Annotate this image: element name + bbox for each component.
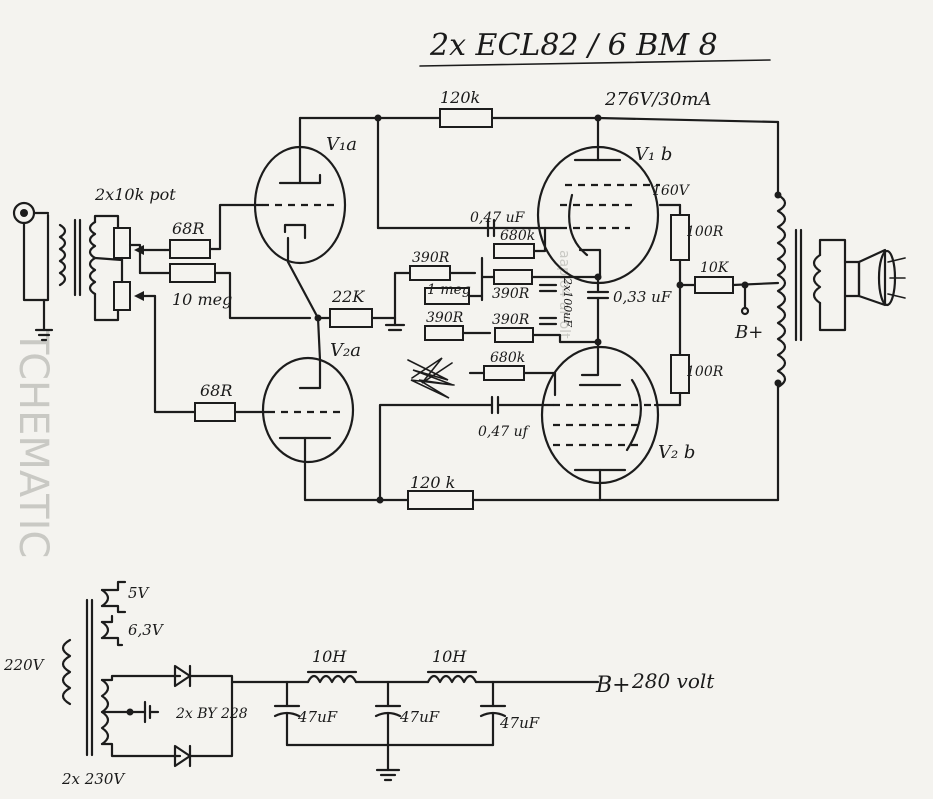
pot-label: 2x10k pot bbox=[94, 185, 176, 204]
filter-cap-2-label: 47uF bbox=[399, 708, 440, 726]
resistor-1meg: 1 meg bbox=[424, 282, 484, 305]
feedback-resistor-top-label: 120k bbox=[440, 88, 480, 107]
filter-cap-1-label: 47uF bbox=[297, 708, 338, 726]
resistor-390r-c: 390R bbox=[424, 310, 492, 341]
capacitor-047-top-label: 0,47 uF bbox=[470, 210, 526, 226]
secondary-2x230v-label: 2x 230V bbox=[61, 770, 126, 788]
tap-63v-label: 6,3V bbox=[128, 621, 165, 639]
resistor-68r-top-label: 68R bbox=[172, 219, 204, 238]
cathode-cross bbox=[286, 236, 332, 362]
filter-network: 10H 10H bbox=[230, 647, 600, 684]
capacitor-047-bottom: 0,47 uf bbox=[376, 395, 555, 504]
pot-wiper-arrows bbox=[134, 245, 167, 301]
speaker-icon bbox=[843, 248, 906, 307]
rectifier-diodes: 2x BY 228 bbox=[173, 664, 248, 768]
ps-voltage-label: 280 volt bbox=[631, 669, 715, 693]
diodes-label-line: 2x BY 228 bbox=[175, 706, 248, 722]
resistor-390r-a-label: 390R bbox=[412, 250, 450, 266]
tube-v1b-label: V₁ b bbox=[635, 144, 672, 165]
resistor-390r-a: 390R bbox=[393, 250, 477, 320]
resistor-68r-bottom: 68R bbox=[153, 294, 270, 422]
resistor-68r-bottom-label: 68R bbox=[200, 381, 232, 400]
resistor-100r-top: 100R 160V bbox=[652, 183, 724, 357]
resistor-680k-top-label: 680k bbox=[500, 228, 535, 244]
resistor-390r-b: 390R bbox=[480, 256, 602, 302]
capacitor-033uf-label: 0,33 uF bbox=[613, 288, 672, 306]
capacitor-2x100uf-label: 2x100uF bbox=[561, 277, 574, 327]
resistor-680k-top: 680k bbox=[493, 226, 547, 259]
dual-pot: 2x10k pot bbox=[94, 185, 176, 311]
ps-bplus-label: B+ bbox=[595, 673, 631, 698]
resistor-390r-c-label: 390R bbox=[426, 310, 464, 326]
input-jack bbox=[12, 201, 54, 342]
scribble-cancelled-part bbox=[407, 357, 455, 399]
resistor-1meg-label: 1 meg bbox=[427, 282, 471, 298]
feedback-resistor-bottom: 120 k bbox=[378, 473, 602, 510]
capacitor-2x100uf: 2x100uF bbox=[538, 277, 574, 327]
tube-v1a-label: V₁a bbox=[326, 134, 357, 155]
filter-cap-3: 47uF bbox=[479, 680, 540, 747]
tap-5v-label: 5V bbox=[128, 584, 151, 602]
resistor-10meg-label: 10 meg bbox=[172, 290, 232, 309]
show-through-middle: aaplo4 ar-olt bbox=[556, 250, 572, 339]
supply-voltage-label: 276V/30mA bbox=[604, 89, 711, 110]
resistor-390r-d: 390R bbox=[492, 312, 602, 346]
show-through-left: TCHEMATIC bbox=[10, 329, 56, 558]
resistor-680k-bottom-label: 680k bbox=[490, 350, 525, 366]
output-transformer bbox=[774, 120, 847, 502]
resistor-10k: 10K B+ bbox=[676, 260, 780, 343]
filter-cap-1: 47uF bbox=[273, 680, 338, 747]
filter-cap-2: 47uF bbox=[374, 680, 440, 772]
bias-cell bbox=[128, 700, 160, 724]
resistor-22k: 22K bbox=[329, 287, 406, 332]
ps-ground-rail bbox=[285, 743, 495, 782]
title-underline bbox=[419, 59, 771, 67]
schematic-title: 2x ECL82 / 6 BM 8 bbox=[429, 28, 718, 63]
resistor-10meg: 10 meg bbox=[138, 263, 312, 320]
tube-v2b-label: V₂ b bbox=[658, 442, 695, 463]
resistor-100r-top-label: 100R bbox=[686, 224, 724, 240]
resistor-390r-d-label: 390R bbox=[492, 312, 530, 328]
screen-voltage-label: 160V bbox=[652, 183, 691, 199]
tube-v2a-label: V₂a bbox=[330, 340, 361, 361]
feedback-resistor-bottom-label: 120 k bbox=[410, 473, 455, 492]
show-through-text: TCHEMATIC aaplo4 ar-olt bbox=[10, 250, 572, 558]
resistor-68r-top: 68R bbox=[163, 203, 264, 259]
input-transformer bbox=[58, 214, 124, 322]
tube-v1a: V₁a bbox=[253, 116, 357, 265]
choke2-label: 10H bbox=[432, 647, 467, 666]
resistor-10k-label: 10K bbox=[700, 260, 730, 276]
primary-220v-label: 220V bbox=[3, 656, 46, 674]
capacitor-047-bottom-label: 0,47 uf bbox=[478, 424, 531, 440]
b-plus-label: B+ bbox=[734, 322, 763, 343]
resistor-390r-b-label: 390R bbox=[492, 286, 530, 302]
tube-v2b: V₂ b bbox=[540, 340, 780, 502]
capacitor-047-top: 0,47 uF bbox=[470, 210, 526, 238]
resistor-100r-bottom: 100R bbox=[670, 354, 724, 407]
feedback-resistor-top: 120k bbox=[298, 88, 780, 230]
capacitor-033uf: 0,33 uF bbox=[586, 275, 672, 342]
filter-cap-3-label: 47uF bbox=[499, 714, 540, 732]
tube-v2a: V₂a bbox=[261, 340, 382, 502]
resistor-680k-bottom: 680k bbox=[468, 350, 557, 397]
mains-transformer: 5V 6,3V 220V 2x 230V bbox=[3, 580, 182, 788]
resistor-22k-label: 22K bbox=[331, 287, 365, 306]
choke1-label: 10H bbox=[312, 647, 347, 666]
resistor-100r-bottom-label: 100R bbox=[686, 364, 724, 380]
